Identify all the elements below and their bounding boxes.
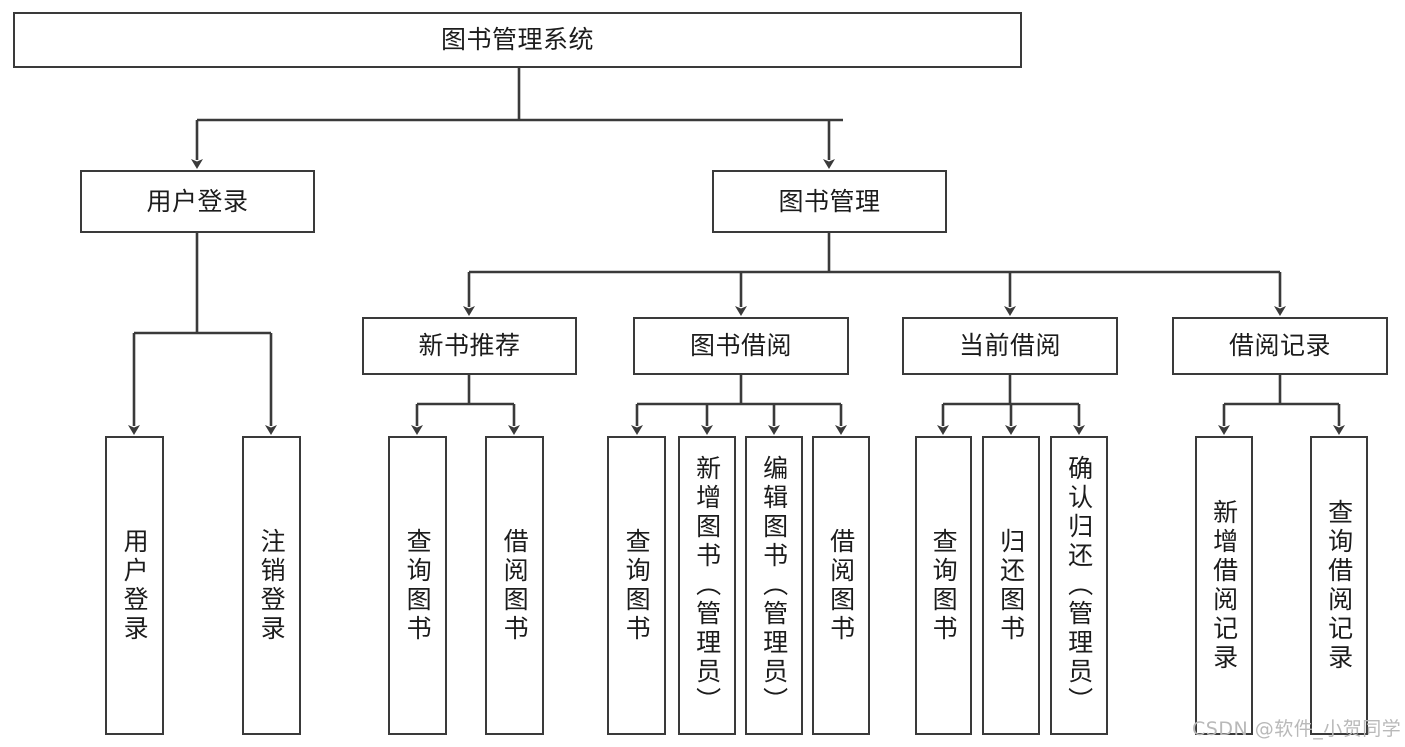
node-label: 查询图书 [403, 527, 433, 644]
node-label: 新增图书（管理员） [692, 455, 722, 716]
node-label: 新书推荐 [418, 331, 521, 361]
node-label: 图书管理系统 [440, 25, 594, 55]
node-label: 查询借阅记录 [1324, 498, 1354, 673]
node-label: 查询图书 [929, 527, 959, 644]
leaf-query-book-borrow[interactable]: 查询图书 [607, 436, 666, 735]
watermark-text: CSDN @软件_小贺同学 [1192, 718, 1402, 740]
leaf-borrow-book-recommend[interactable]: 借阅图书 [485, 436, 544, 735]
node-label: 图书管理 [778, 186, 881, 216]
node-root-book-management-system[interactable]: 图书管理系统 [13, 12, 1022, 68]
leaf-add-borrow-record[interactable]: 新增借阅记录 [1195, 436, 1253, 735]
node-label: 借阅图书 [826, 527, 856, 644]
leaf-query-borrow-record[interactable]: 查询借阅记录 [1310, 436, 1368, 735]
node-user-login[interactable]: 用户登录 [80, 170, 315, 233]
leaf-query-book-current[interactable]: 查询图书 [915, 436, 972, 735]
node-label: 借阅图书 [500, 527, 530, 644]
node-new-book-recommend[interactable]: 新书推荐 [362, 317, 577, 375]
leaf-user-login[interactable]: 用户登录 [105, 436, 164, 735]
node-label: 图书借阅 [689, 331, 792, 361]
node-borrow-record[interactable]: 借阅记录 [1172, 317, 1388, 375]
leaf-return-book[interactable]: 归还图书 [982, 436, 1040, 735]
leaf-logout-login[interactable]: 注销登录 [242, 436, 301, 735]
node-label: 归还图书 [996, 527, 1026, 644]
node-label: 注销登录 [257, 527, 287, 644]
leaf-add-book-admin[interactable]: 新增图书（管理员） [678, 436, 736, 735]
leaf-edit-book-admin[interactable]: 编辑图书（管理员） [745, 436, 803, 735]
leaf-query-book-recommend[interactable]: 查询图书 [388, 436, 447, 735]
node-label: 用户登录 [146, 186, 249, 216]
node-book-management[interactable]: 图书管理 [712, 170, 947, 233]
leaf-confirm-return-admin[interactable]: 确认归还（管理员） [1050, 436, 1108, 735]
node-book-borrow[interactable]: 图书借阅 [633, 317, 849, 375]
node-label: 借阅记录 [1228, 331, 1331, 361]
leaf-borrow-book[interactable]: 借阅图书 [812, 436, 870, 735]
node-current-borrow[interactable]: 当前借阅 [902, 317, 1118, 375]
node-label: 编辑图书（管理员） [759, 455, 789, 716]
node-label: 确认归还（管理员） [1064, 455, 1094, 716]
node-label: 新增借阅记录 [1209, 498, 1239, 673]
node-label: 用户登录 [120, 527, 150, 644]
node-label: 查询图书 [622, 527, 652, 644]
node-label: 当前借阅 [958, 331, 1061, 361]
